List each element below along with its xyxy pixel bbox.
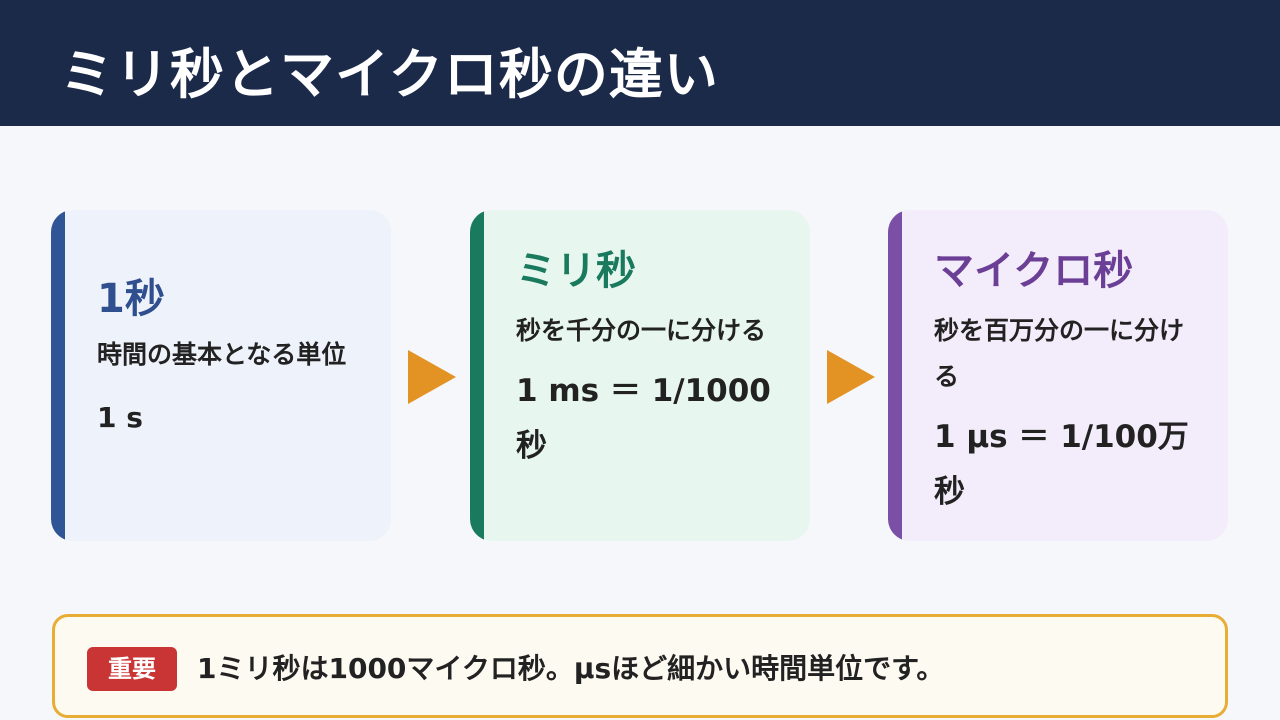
card-heading: マイクロ秒: [934, 248, 1134, 294]
important-note: 重要 1ミリ秒は1000マイクロ秒。μsほど細かい時間単位です。: [52, 614, 1228, 718]
card-heading: 1秒: [97, 276, 165, 322]
card-value: 1 μs ＝ 1/100万秒: [934, 419, 1189, 510]
arrow-right-icon: [408, 350, 456, 404]
card-heading: ミリ秒: [516, 248, 636, 294]
card-microsecond: マイクロ秒 秒を百万分の一に分ける 1 μs ＝ 1/100万秒: [888, 210, 1228, 541]
card-value: 1 s: [97, 401, 143, 434]
card-description: 時間の基本となる単位: [97, 340, 347, 369]
card-accent-bar: [470, 210, 484, 541]
note-text: 1ミリ秒は1000マイクロ秒。μsほど細かい時間単位です。: [197, 652, 945, 685]
card-description: 秒を百万分の一に分ける: [934, 316, 1185, 391]
card-accent-bar: [888, 210, 902, 541]
card-millisecond: ミリ秒 秒を千分の一に分ける 1 ms ＝ 1/1000秒: [470, 210, 810, 541]
card-second: 1秒 時間の基本となる単位 1 s: [51, 210, 391, 541]
card-value: 1 ms ＝ 1/1000秒: [516, 373, 771, 464]
card-accent-bar: [51, 210, 65, 541]
page-title: ミリ秒とマイクロ秒の違い: [60, 43, 719, 106]
header: ミリ秒とマイクロ秒の違い: [0, 0, 1280, 126]
card-description: 秒を千分の一に分ける: [516, 316, 767, 345]
important-badge: 重要: [87, 647, 177, 691]
arrow-right-icon: [827, 350, 875, 404]
